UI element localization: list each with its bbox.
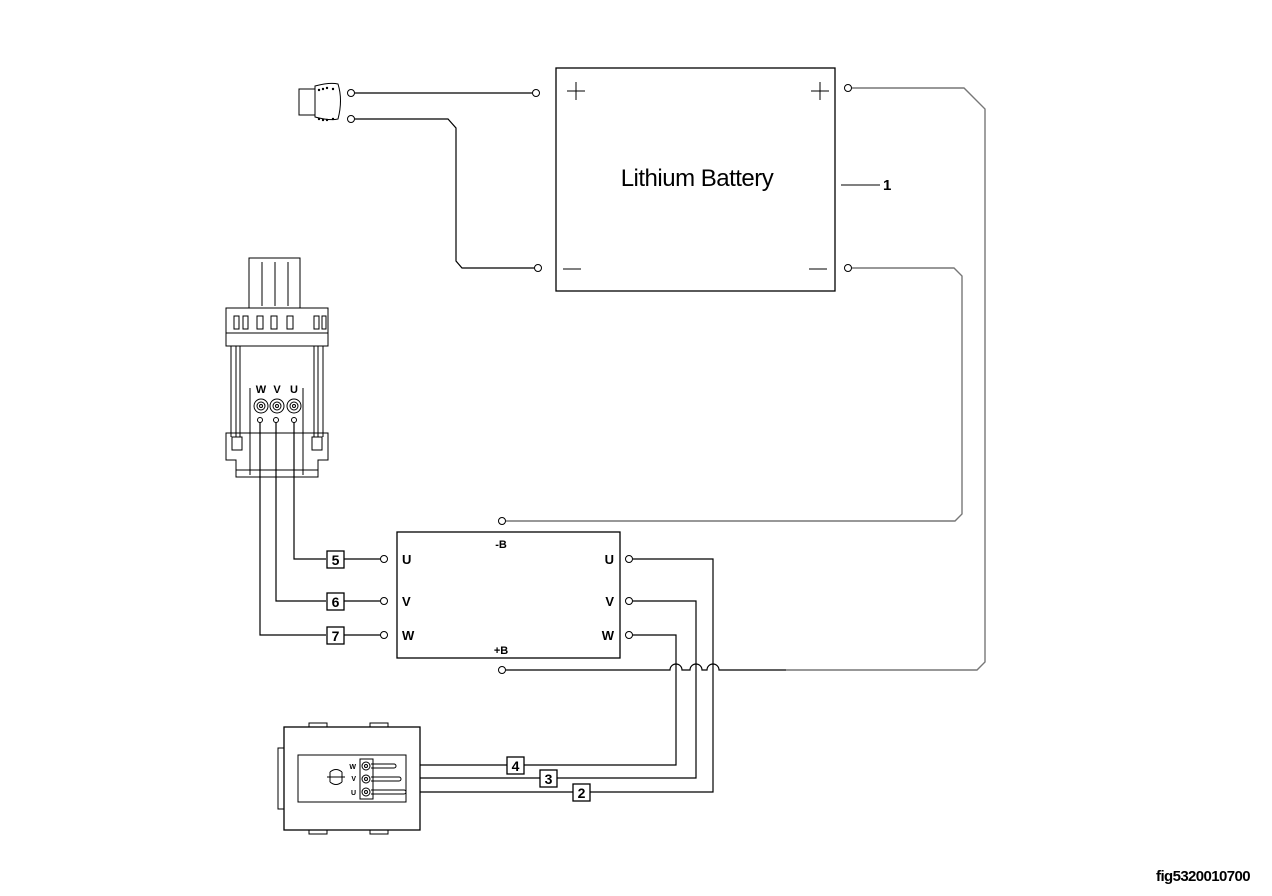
- ground-icon: [327, 769, 345, 785]
- wire-tag-3: 3: [539, 769, 558, 788]
- wire-tag-6: 6: [326, 592, 345, 611]
- motor-base: [225, 432, 329, 471]
- battery-plus-icon: [811, 82, 829, 100]
- wire-tag-7: 7: [326, 626, 345, 645]
- wire-motor-u: [293, 422, 326, 560]
- controller-in-w-terminal: [380, 631, 388, 639]
- battery-output-neg-terminal: [844, 264, 852, 272]
- controller-left-w-label: W: [402, 628, 415, 643]
- wire-tag-2: 2: [572, 783, 591, 802]
- controller-out-w-terminal: [625, 631, 633, 639]
- wire-out-v: [557, 600, 697, 779]
- connector-terminal-1: [347, 89, 355, 97]
- wire-controller-pos-b: [506, 663, 786, 671]
- controller: U V W U V W -B +B: [396, 531, 621, 659]
- svg-text:3: 3: [545, 771, 553, 787]
- motor-phase-v-label: V: [273, 384, 281, 396]
- lower-unit-v-label: V: [351, 776, 356, 783]
- motor-phase-u-label: U: [290, 384, 298, 396]
- motor-phase-posts: [253, 398, 302, 414]
- battery-input-neg-terminal: [534, 264, 542, 272]
- controller-out-u-terminal: [625, 555, 633, 563]
- lithium-battery: Lithium Battery 1: [555, 67, 891, 292]
- controller-in-u-terminal: [380, 555, 388, 563]
- lower-unit-body: [283, 726, 421, 831]
- battery-body: [555, 67, 836, 292]
- figure-code: fig5320010700: [1156, 868, 1250, 885]
- wire-motor-w: [259, 422, 326, 636]
- wire-tag-5: 5: [326, 550, 345, 569]
- svg-text:2: 2: [578, 785, 586, 801]
- controller-right-u-label: U: [605, 552, 614, 567]
- wire-battery-neg-to-controller: [506, 267, 963, 522]
- controller-right-w-label: W: [602, 628, 615, 643]
- motor: W V U: [225, 257, 329, 478]
- controller-pos-b-label: +B: [494, 645, 508, 657]
- lower-unit: W V U: [277, 722, 421, 835]
- controller-in-v-terminal: [380, 597, 388, 605]
- wire-out-w: [524, 634, 677, 766]
- motor-phase-w-label: W: [256, 384, 267, 396]
- lower-unit-u-label: U: [351, 790, 356, 797]
- connector-terminal-2: [347, 115, 355, 123]
- battery-input-pos-terminal: [532, 89, 540, 97]
- controller-left-v-label: V: [402, 594, 411, 609]
- connector-plug: [314, 82, 341, 121]
- wire-battery-pos-to-controller: [786, 87, 986, 671]
- wire-motor-v: [275, 422, 326, 602]
- connector-housing: [298, 88, 316, 116]
- top-connector: [298, 82, 355, 123]
- controller-neg-b-terminal: [498, 517, 506, 525]
- controller-out-v-terminal: [625, 597, 633, 605]
- svg-text:7: 7: [332, 628, 340, 644]
- controller-neg-b-label: -B: [495, 539, 507, 551]
- svg-text:5: 5: [332, 552, 340, 568]
- lower-unit-w-label: W: [349, 764, 356, 771]
- controller-left-u-label: U: [402, 552, 411, 567]
- wire-out-u: [586, 558, 714, 793]
- controller-right-v-label: V: [605, 594, 614, 609]
- battery-callout-number: 1: [883, 177, 891, 194]
- wire-tag-4: 4: [506, 756, 525, 775]
- battery-output-pos-terminal: [844, 84, 852, 92]
- controller-pos-b-terminal: [498, 666, 506, 674]
- svg-text:6: 6: [332, 594, 340, 610]
- battery-plus-icon: [567, 82, 585, 100]
- controller-body: [396, 531, 621, 659]
- svg-text:4: 4: [512, 758, 520, 774]
- wire-connector-to-battery-neg: [355, 118, 534, 269]
- battery-label: Lithium Battery: [621, 165, 774, 192]
